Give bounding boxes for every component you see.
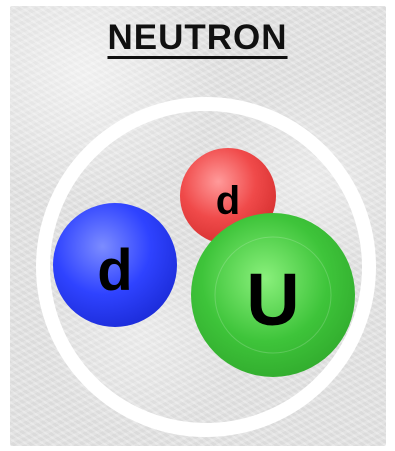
down-quark-left: d — [53, 203, 177, 327]
down-quark-top-label: d — [216, 179, 240, 223]
down-quark-left-label: d — [97, 238, 132, 303]
up-quark: U — [191, 213, 355, 377]
up-quark-label: U — [246, 258, 299, 341]
